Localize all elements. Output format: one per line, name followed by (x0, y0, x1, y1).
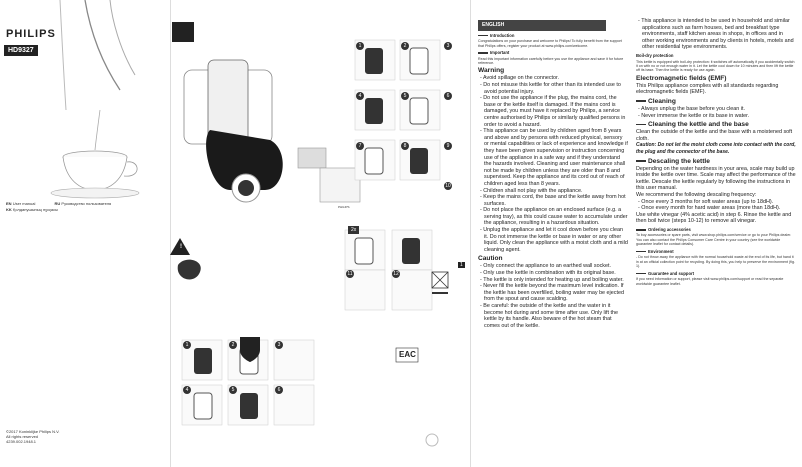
step-number: 6 (444, 92, 452, 100)
descaling-text: Use white vinegar (4% acetic acid) in st… (636, 211, 792, 225)
cleaning-item: - Always unplug the base before you clea… (638, 105, 745, 112)
model-badge: HD9327 (4, 45, 38, 56)
step-number: 7 (356, 142, 364, 150)
warning-item: - Do not use the appliance if the plug, … (480, 95, 626, 128)
emf-text: This Philips appliance complies with all… (636, 82, 779, 96)
figure-1-badge: 1 (458, 262, 465, 268)
descaling-text: Depending on the water hardness in your … (636, 165, 796, 192)
step-number: 3 (444, 42, 452, 50)
descaling-heading: Descaling the kettle (636, 158, 796, 166)
boil-dry-text: This kettle is equipped with boil-dry pr… (636, 59, 795, 73)
eac-mark: EAC (399, 350, 416, 359)
step-number: 11 (346, 270, 354, 278)
text-column-2: - This appliance is intended to be used … (636, 0, 798, 467)
box-label: PHILIPS (338, 205, 350, 209)
intro-heading: Introduction (478, 33, 628, 40)
caution-heading: Caution (478, 255, 503, 263)
environment-text: - Do not throw away the appliance with t… (636, 255, 795, 269)
warning-item: - Unplug the appliance and let it cool d… (480, 227, 628, 253)
guarantee-text: If you need information or support, plea… (636, 277, 784, 286)
step-number: 6 (275, 386, 283, 394)
cleaning-item: - Never immerse the kettle or its base i… (638, 112, 750, 119)
instruction-drawings (170, 22, 449, 447)
warning-item: - Children shall not play with the appli… (480, 187, 583, 194)
caution-item: - Only connect the appliance to an earth… (480, 263, 611, 270)
ordering-text: To buy accessories or spare parts, visit… (636, 233, 792, 247)
warning-item: - Avoid spillage on the connector. (480, 75, 560, 82)
brand-logo: PHILIPS (6, 28, 56, 40)
step-number: 5 (229, 386, 237, 394)
warning-heading: Warning (478, 67, 505, 75)
text-column-1: ENGLISH Introduction Congratulations on … (478, 0, 628, 467)
step-number: 2 (229, 341, 237, 349)
descaling-item: - Once every month for hard water areas … (638, 205, 781, 212)
step-number: 1 (183, 341, 191, 349)
language-heading: ENGLISH (478, 20, 606, 31)
step-number: 8 (401, 142, 409, 150)
warning-item: - Do not place the appliance on an enclo… (480, 207, 628, 227)
cleaning-kettle-heading: Cleaning the kettle and the base (636, 121, 796, 129)
copyright-block: ©2017 Koninklijke Philips N.V. All right… (6, 429, 60, 444)
cleaning-kettle-text: Clean the outside of the kettle and the … (636, 129, 793, 142)
step-number: 5 (401, 92, 409, 100)
step-number: 2 (401, 42, 409, 50)
guarantee-heading: Guarantee and support (636, 271, 796, 278)
warning-item: - Do not misuse this kettle for other th… (480, 82, 621, 95)
cover-panel: PHILIPS HD9327 EN User manual RU Руковод… (0, 0, 170, 467)
ordering-heading: Ordering accessories (636, 227, 796, 234)
caution-item: - The kettle is only intended for heatin… (480, 276, 624, 283)
descaling-item: - Once every 3 months for soft water are… (638, 198, 774, 205)
repeat-2x-badge: 2x (348, 226, 360, 234)
step-number: 10 (444, 182, 452, 190)
environment-heading: Environment (636, 249, 796, 256)
descaling-text: We recommend the following descaling fre… (636, 191, 757, 198)
intended-use-text: - This appliance is intended to be used … (638, 18, 794, 51)
manual-language-list: EN User manual RU Руководство пользовате… (6, 201, 112, 212)
important-heading: Important (478, 50, 628, 57)
warning-item: - This appliance can be used by children… (480, 128, 628, 187)
emf-heading: Electromagnetic fields (EMF) (636, 74, 727, 82)
illustration-panel: 1 2 4 5 7 8 3 6 9 10 2x 11 12 ! 1 2 3 4 … (170, 0, 470, 467)
caution-item: - Be careful: the outside of the kettle … (480, 303, 618, 329)
caution-item: - Only use the kettle in combination wit… (480, 270, 616, 277)
step-number: 1 (356, 42, 364, 50)
step-number: 9 (444, 142, 452, 150)
important-text: Read this important information carefull… (478, 56, 624, 65)
cleaning-caution-text: Caution: Do not let the moist cloth come… (636, 142, 796, 155)
step-number: 4 (183, 386, 191, 394)
caution-item: - Never fill the kettle beyond the maxim… (480, 283, 624, 303)
cleaning-heading: Cleaning (636, 98, 796, 106)
step-number: 4 (356, 92, 364, 100)
intro-text: Congratulations on your purchase and wel… (478, 39, 622, 48)
warning-item: - Keep the mains cord, the base and the … (480, 194, 626, 207)
step-number: 12 (392, 270, 400, 278)
boil-dry-heading: Boil-dry protection (636, 52, 674, 58)
kettle-pouring-illustration (50, 0, 140, 199)
step-number: 3 (275, 341, 283, 349)
warning-triangle-icon: ! (180, 244, 182, 250)
